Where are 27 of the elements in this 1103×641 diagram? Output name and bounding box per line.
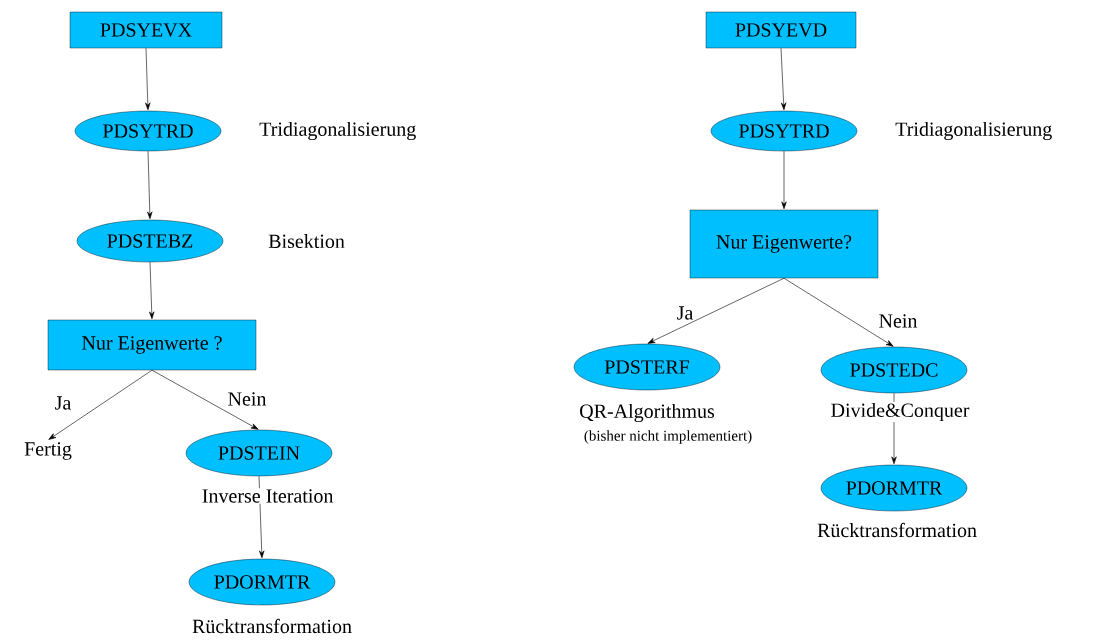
description-text: (bisher nicht implementiert): [582, 429, 754, 445]
description-text: Bisektion: [267, 232, 346, 250]
description-text: Rücktransformation: [191, 617, 353, 635]
arrow: [149, 261, 155, 320]
arrow: [147, 150, 153, 220]
edge-label: Nein: [877, 313, 919, 329]
arrow: [780, 47, 787, 111]
result-text: Fertig: [24, 442, 72, 460]
decision-box: Nur Eigenwerte?: [689, 209, 879, 279]
arrow: [781, 150, 787, 210]
description-text: QR-Algorithmus: [578, 402, 716, 424]
description-text: Tridiagonalisierung: [894, 120, 1054, 142]
description-text: Divide&Conquer: [829, 401, 971, 423]
arrow: [647, 277, 785, 344]
arrow: [151, 369, 259, 430]
edge-label: Ja: [675, 305, 695, 321]
description-text: Rücktransformation: [816, 521, 978, 539]
edge-label: Nein: [226, 391, 268, 407]
description-text: Inverse Iteration: [200, 488, 335, 504]
arrow: [783, 277, 894, 347]
process-box: PDSYEVD: [705, 11, 857, 49]
description-text: Tridiagonalisierung: [258, 120, 418, 142]
arrow: [145, 47, 151, 111]
decision-box: Nur Eigenwerte ?: [47, 319, 257, 371]
edge-label: Ja: [53, 395, 73, 411]
arrow: [48, 369, 153, 440]
process-box: PDSYEVX: [69, 11, 223, 49]
